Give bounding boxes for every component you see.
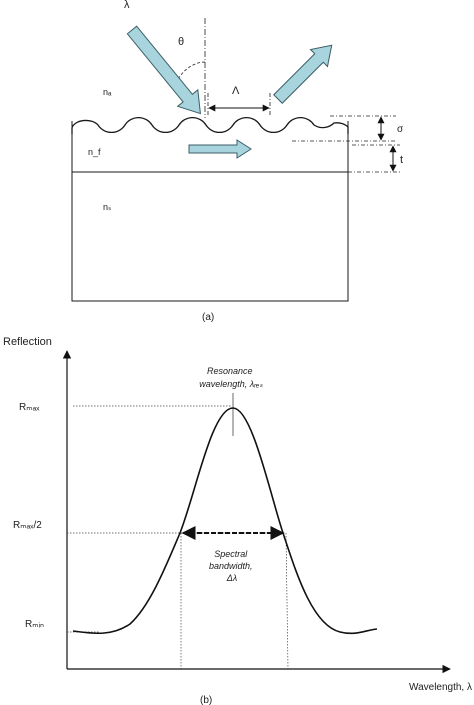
tick-rhalf: Rₘₐₓ/2 <box>13 520 42 531</box>
guided-mode-arrow <box>188 139 252 159</box>
reflection-curve <box>72 407 378 635</box>
label-n-substrate: nₛ <box>103 202 111 212</box>
label-sigma: σ <box>397 124 404 135</box>
label-lambda: λ <box>124 0 130 11</box>
panel-a: λ θ Λ σ t nₐ n_f nₛ (a) <box>70 0 404 323</box>
tick-rmin: Rₘᵢₙ <box>25 619 44 630</box>
incident-light-arrow <box>126 25 201 115</box>
x-axis-label: Wavelength, λ <box>409 682 472 693</box>
tick-rmax: Rₘₐₓ <box>19 402 40 413</box>
caption-b: (b) <box>200 695 212 705</box>
label-n-film: n_f <box>88 147 101 157</box>
bandwidth-right-guide <box>285 532 289 670</box>
caption-a: (a) <box>202 312 214 323</box>
angle-arc <box>175 61 206 84</box>
reflected-light-arrow <box>273 44 333 104</box>
label-period: Λ <box>232 85 240 97</box>
y-axis-label: Reflection <box>3 336 52 348</box>
label-thickness: t <box>400 154 403 166</box>
bandwidth-label: Spectral bandwidth, Δλ <box>209 549 255 583</box>
panel-b: Reflection Rₘₐₓ Rₘₐₓ/2 Rₘᵢₙ Resonance wa… <box>3 336 472 705</box>
label-n-ambient: nₐ <box>103 87 112 97</box>
resonance-label: Resonance wavelength, λᵣₑₛ <box>199 366 263 389</box>
grating-surface <box>71 116 349 134</box>
label-theta: θ <box>178 36 184 48</box>
